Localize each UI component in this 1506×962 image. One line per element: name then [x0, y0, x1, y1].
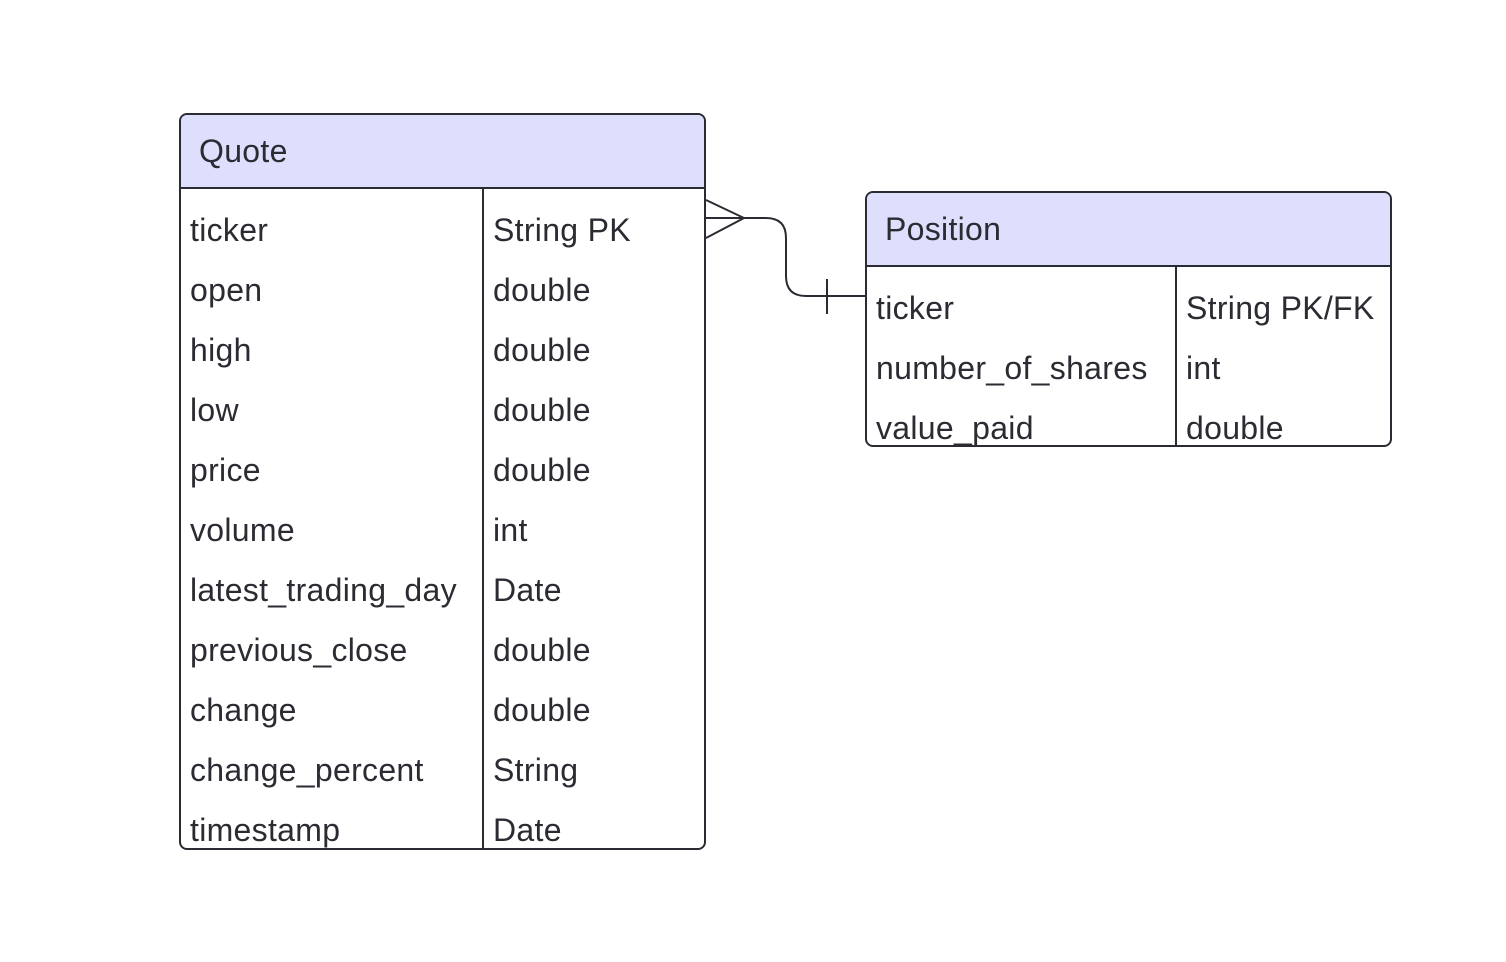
quote-attribute-name: volume: [190, 511, 295, 548]
quote-attribute-type: int: [493, 511, 528, 548]
quote-attribute-row[interactable]: low double: [181, 380, 704, 440]
quote-attribute-type: double: [493, 271, 591, 308]
quote-attribute-row[interactable]: change_percent String: [181, 740, 704, 800]
quote-column-divider: [482, 189, 484, 848]
quote-attribute-row[interactable]: volume int: [181, 500, 704, 560]
quote-attribute-type: double: [493, 391, 591, 428]
quote-attribute-name: timestamp: [190, 811, 341, 848]
quote-attribute-type: String PK: [493, 211, 631, 248]
position-attribute-list: ticker String PK/FK number_of_shares int val…: [867, 267, 1390, 446]
quote-entity-title: Quote: [199, 132, 288, 169]
quote-attribute-name: open: [190, 271, 263, 308]
quote-attribute-row[interactable]: timestamp Date: [181, 800, 704, 848]
quote-attribute-name: change_percent: [190, 751, 424, 788]
position-entity-table[interactable]: Position ticker String PK/FK number_of_sha…: [865, 191, 1392, 447]
quote-entity-header[interactable]: Quote: [181, 115, 704, 189]
quote-attribute-row[interactable]: ticker String PK: [181, 200, 704, 260]
quote-attribute-name: latest_trading_day: [190, 571, 457, 608]
crows-foot-many-marker: [705, 199, 747, 239]
quote-attribute-type: double: [493, 631, 591, 668]
position-column-divider: [1175, 267, 1177, 445]
quote-attribute-row[interactable]: high double: [181, 320, 704, 380]
position-attribute-type: String PK/FK: [1186, 289, 1375, 326]
quote-attribute-type: double: [493, 451, 591, 488]
quote-attribute-name: change: [190, 691, 297, 728]
quote-attribute-name: high: [190, 331, 252, 368]
quote-attribute-row[interactable]: price double: [181, 440, 704, 500]
position-attribute-name: value_paid: [876, 409, 1034, 446]
position-attribute-name: number_of_shares: [876, 349, 1148, 386]
quote-attribute-row[interactable]: latest_trading_day Date: [181, 560, 704, 620]
position-attribute-type: int: [1186, 349, 1221, 386]
quote-attribute-name: price: [190, 451, 261, 488]
position-attribute-row[interactable]: ticker String PK/FK: [867, 278, 1390, 338]
position-attribute-type: double: [1186, 409, 1284, 446]
quote-entity-table[interactable]: Quote ticker String PK open double high doubl…: [179, 113, 706, 850]
quote-attribute-name: ticker: [190, 211, 269, 248]
quote-attribute-name: low: [190, 391, 239, 428]
quote-attribute-row[interactable]: previous_close double: [181, 620, 704, 680]
quote-attribute-row[interactable]: open double: [181, 260, 704, 320]
quote-attribute-type: Date: [493, 811, 562, 848]
position-attribute-name: ticker: [876, 289, 955, 326]
connector-line[interactable]: [706, 217, 865, 297]
quote-attribute-row[interactable]: change double: [181, 680, 704, 740]
quote-attribute-name: previous_close: [190, 631, 408, 668]
position-attribute-row[interactable]: number_of_shares int: [867, 338, 1390, 398]
quote-attribute-type: String: [493, 751, 579, 788]
quote-attribute-type: Date: [493, 571, 562, 608]
position-entity-header[interactable]: Position: [867, 193, 1390, 267]
quote-attribute-list: ticker String PK open double high double low do…: [181, 189, 704, 848]
quote-attribute-type: double: [493, 331, 591, 368]
position-attribute-row[interactable]: value_paid double: [867, 398, 1390, 446]
position-entity-title: Position: [885, 210, 1002, 247]
quote-attribute-type: double: [493, 691, 591, 728]
